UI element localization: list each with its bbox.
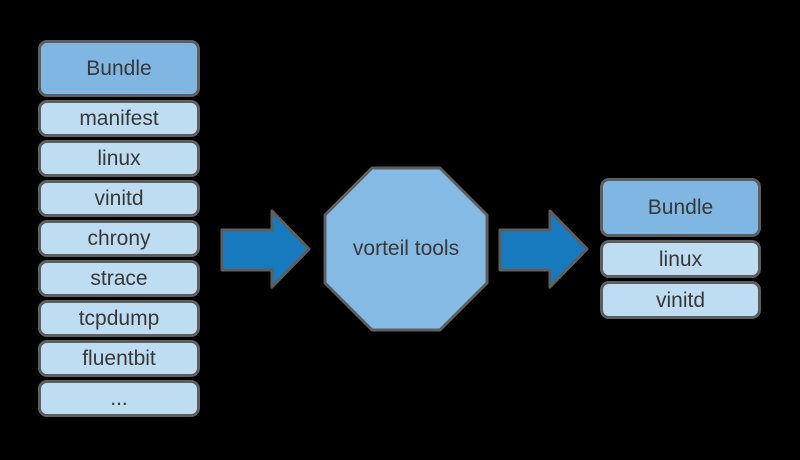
input-bundle-stack: Bundle manifest linux vinitd chrony stra… [38,40,200,420]
input-item-chrony: chrony [38,220,200,257]
input-item-vinitd: vinitd [38,180,200,217]
input-item-ellipsis: ... [38,380,200,417]
output-bundle-stack: Bundle linux vinitd [600,178,761,322]
arrow-tools-to-output-icon [498,209,589,289]
input-item-linux: linux [38,140,200,177]
input-item-manifest: manifest [38,100,200,137]
output-item-linux: linux [600,240,761,278]
input-item-strace: strace [38,260,200,297]
output-bundle-header: Bundle [600,178,761,237]
input-item-tcpdump: tcpdump [38,300,200,337]
input-bundle-header: Bundle [38,40,200,97]
output-item-vinitd: vinitd [600,281,761,319]
arrow-input-to-tools-icon [220,209,311,289]
vorteil-tools-octagon [323,166,489,332]
input-item-fluentbit: fluentbit [38,340,200,377]
vorteil-tools-label: vorteil tools [352,237,460,260]
